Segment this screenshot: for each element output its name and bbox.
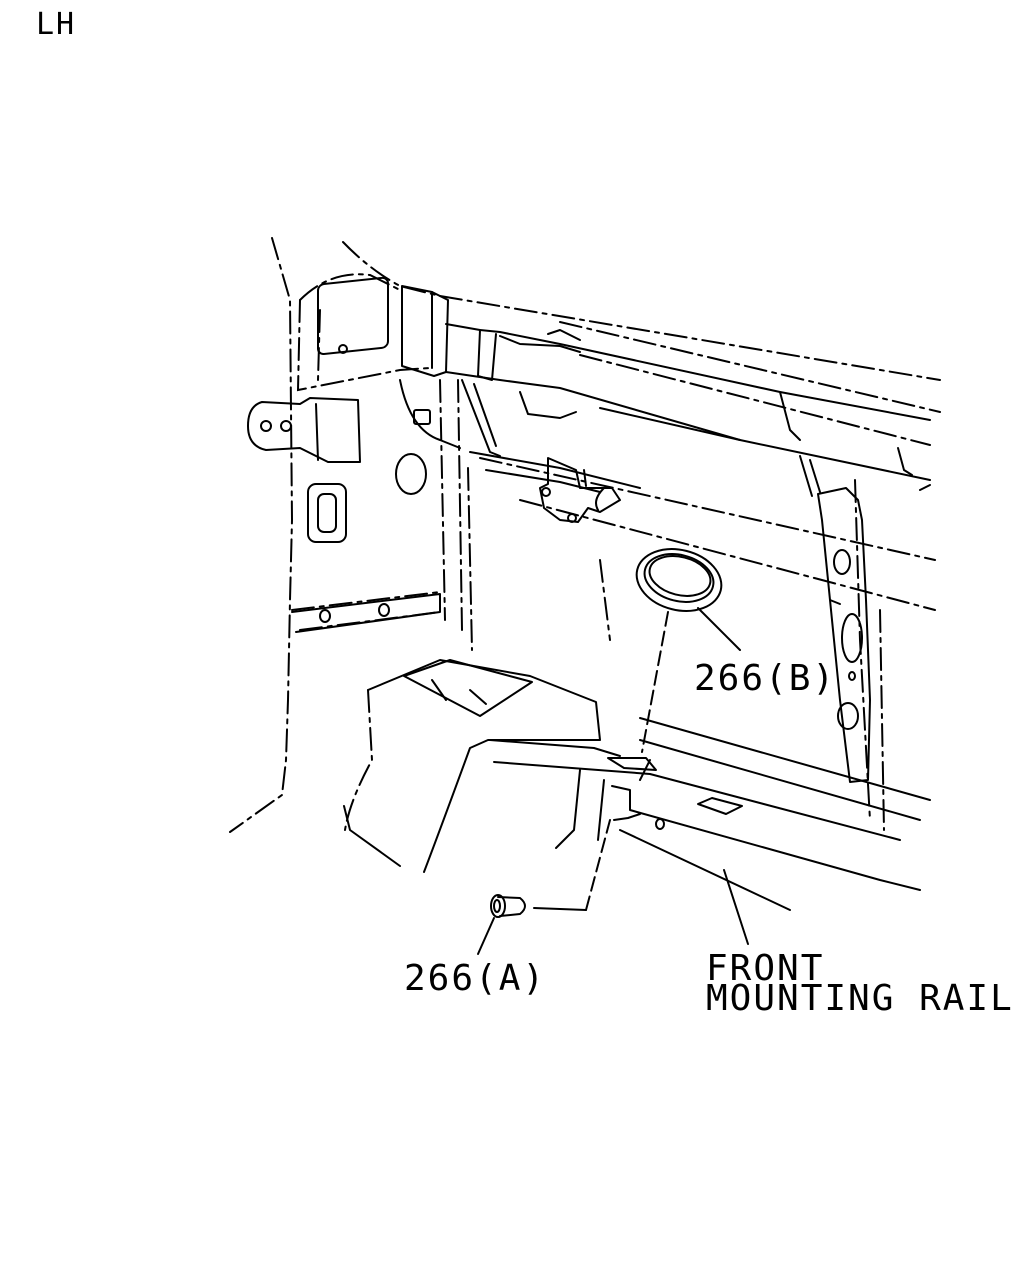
- connector-266a: [533, 907, 587, 911]
- grommet-266b-icon[interactable]: [630, 540, 728, 619]
- leader-266a: [477, 917, 495, 955]
- leader-266b: [697, 607, 741, 651]
- body-structure: [247, 276, 931, 911]
- grommet-266a-icon[interactable]: [490, 894, 526, 918]
- label-266b: 266(B): [694, 658, 836, 699]
- install-path-266a: [585, 819, 611, 911]
- phantom-body-structure: [229, 237, 941, 833]
- rail-pin: [613, 813, 641, 821]
- label-266a: 266(A): [404, 958, 546, 999]
- install-path-266b: [641, 611, 669, 753]
- label-front-rail-line2: MOUNTING RAIL: [706, 978, 1014, 1019]
- side-label: LH: [36, 7, 76, 42]
- leader-front-rail: [723, 869, 749, 945]
- label-front-rail-line1: FRONT: [706, 948, 824, 989]
